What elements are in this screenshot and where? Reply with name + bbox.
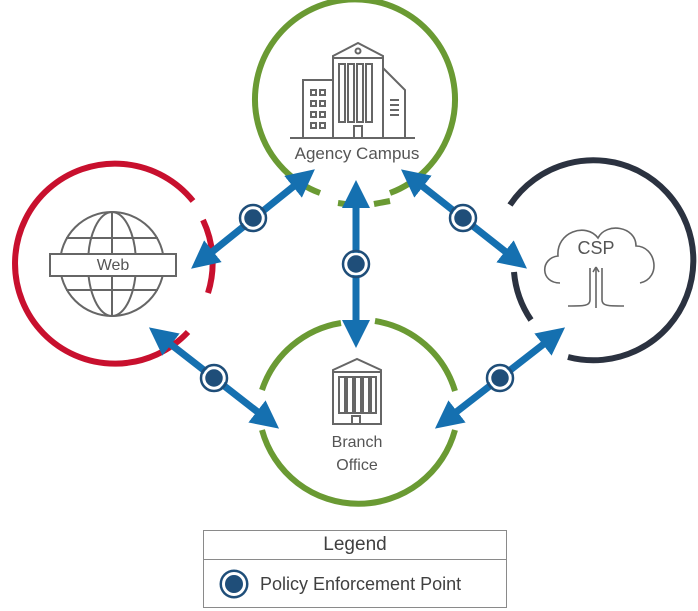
policy-enforcement-point-icon: [222, 572, 246, 596]
branch-office-node: Branch Office: [259, 318, 458, 507]
legend-item-label: Policy Enforcement Point: [260, 573, 462, 594]
policy-enforcement-point-web-branch: [202, 366, 226, 390]
web-ring: [12, 160, 196, 367]
policy-enforcement-point-campus-csp: [451, 206, 475, 230]
cloud-icon: [543, 227, 655, 308]
branch-office-label-line1: Branch: [332, 434, 383, 451]
branch-office-label-line2: Office: [336, 457, 378, 474]
csp-label: CSP: [577, 238, 614, 258]
legend-title: Legend: [204, 531, 506, 560]
legend-item: Policy Enforcement Point: [204, 560, 506, 608]
csp-ring: [507, 157, 697, 364]
branch-office-ring: [259, 320, 342, 391]
web-node: Web: [12, 160, 216, 367]
agency-campus-label: Agency Campus: [295, 144, 420, 163]
office-campus-icon: [290, 41, 415, 139]
policy-enforcement-point-csp-branch: [488, 366, 512, 390]
branch-building-icon: [332, 357, 382, 425]
web-label: Web: [97, 257, 130, 274]
policy-enforcement-point-campus-branch: [344, 252, 368, 276]
csp-node: CSP: [507, 157, 697, 364]
agency-campus-ring-gap: [337, 200, 353, 208]
globe-icon: [49, 211, 177, 317]
agency-campus-node: Agency Campus: [252, 0, 458, 208]
legend: Legend Policy Enforcement Point: [203, 530, 507, 608]
agency-campus-ring: [252, 0, 458, 196]
policy-enforcement-point-campus-web: [241, 206, 265, 230]
